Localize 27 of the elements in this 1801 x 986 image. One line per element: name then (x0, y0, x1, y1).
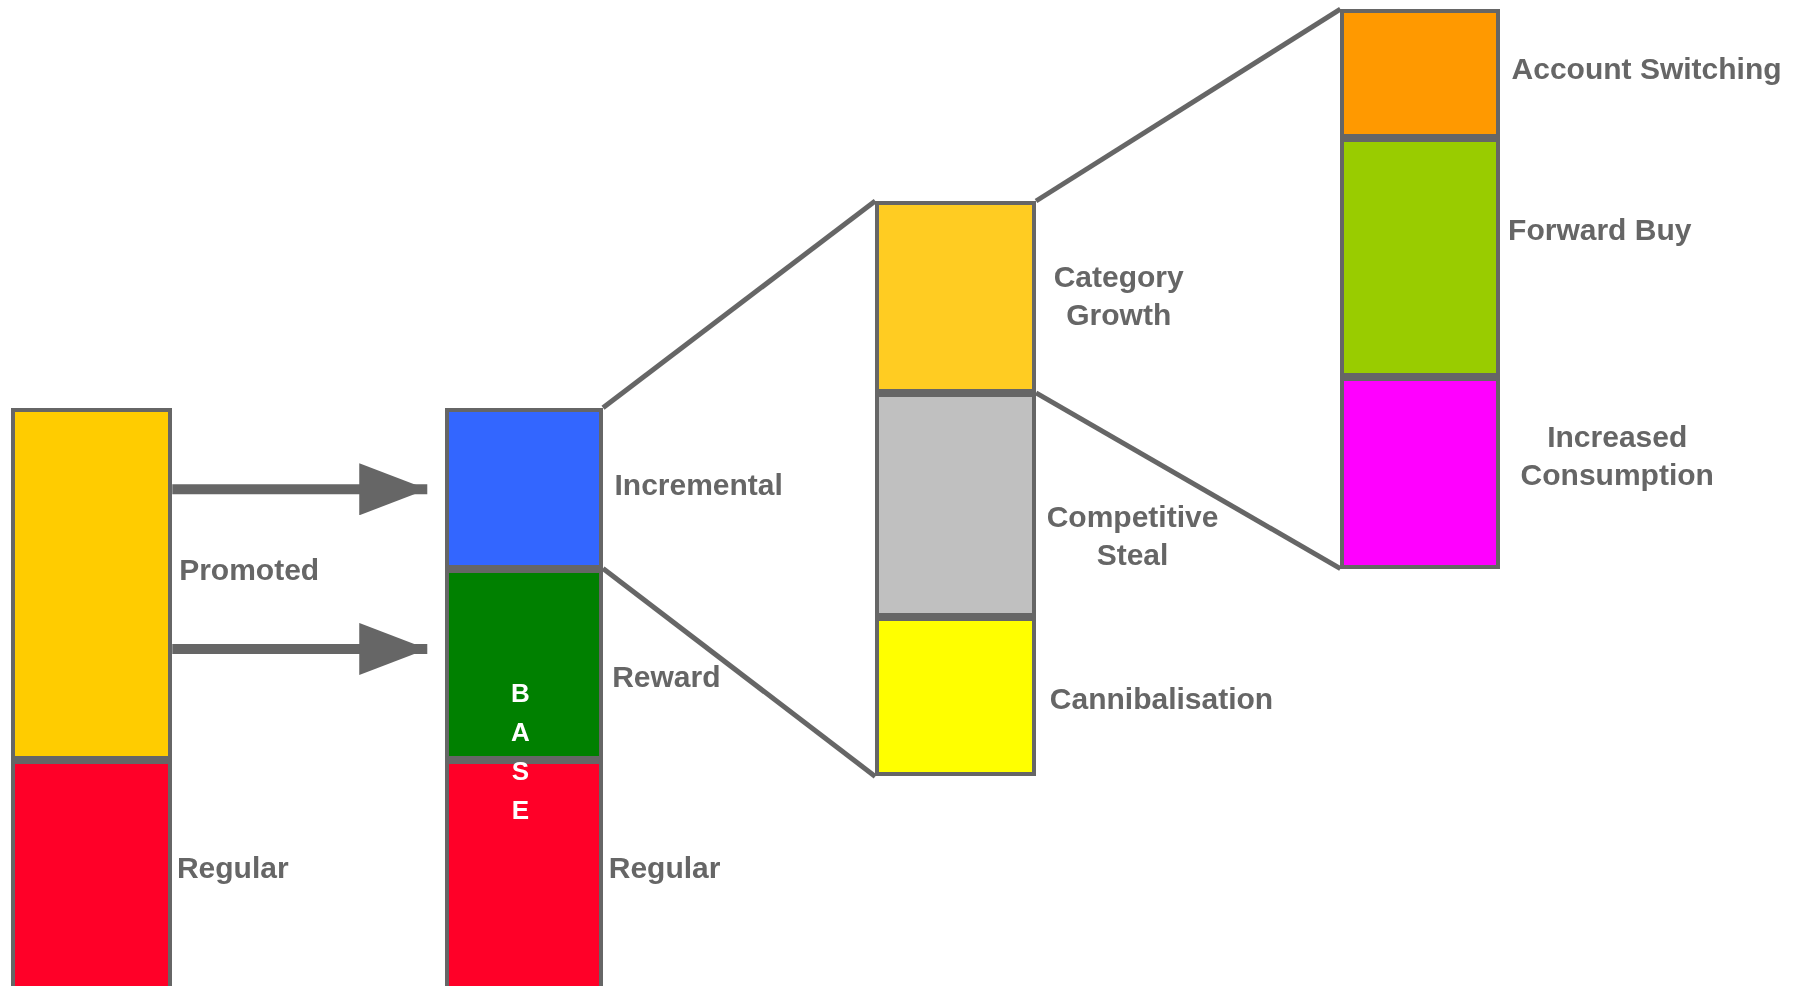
bar-segment (1340, 137, 1501, 377)
bar-segment (11, 760, 173, 986)
segment-label: Increased Consumption (1519, 419, 1715, 493)
arrow (172, 463, 428, 516)
segment-label: Incremental (614, 466, 783, 503)
segment-label: Forward Buy (1508, 211, 1692, 248)
bar-segment (875, 616, 1036, 777)
connector-line (1034, 7, 1342, 204)
bar-segment (1340, 9, 1501, 138)
bar-segment (11, 407, 173, 761)
connector-line (1034, 390, 1342, 571)
segment-label: Regular (176, 850, 289, 887)
segment-label: Reward (612, 658, 721, 695)
segment-label: Account Switching (1511, 50, 1782, 87)
bar-segment (875, 201, 1036, 393)
vertical-label: BASE (505, 677, 536, 834)
segment-label: Promoted (179, 551, 320, 588)
segment-label: Cannibalisation (1049, 681, 1274, 718)
segment-label: Competitive Steal (1045, 499, 1220, 574)
bar-segment (444, 407, 603, 569)
arrow (172, 622, 428, 675)
connector-line (601, 566, 877, 779)
connector-line (601, 199, 877, 410)
segment-label: Category Growth (1052, 259, 1185, 334)
bar-segment (875, 392, 1036, 617)
segment-label: Regular (608, 850, 721, 887)
bar-segment (1340, 376, 1501, 569)
